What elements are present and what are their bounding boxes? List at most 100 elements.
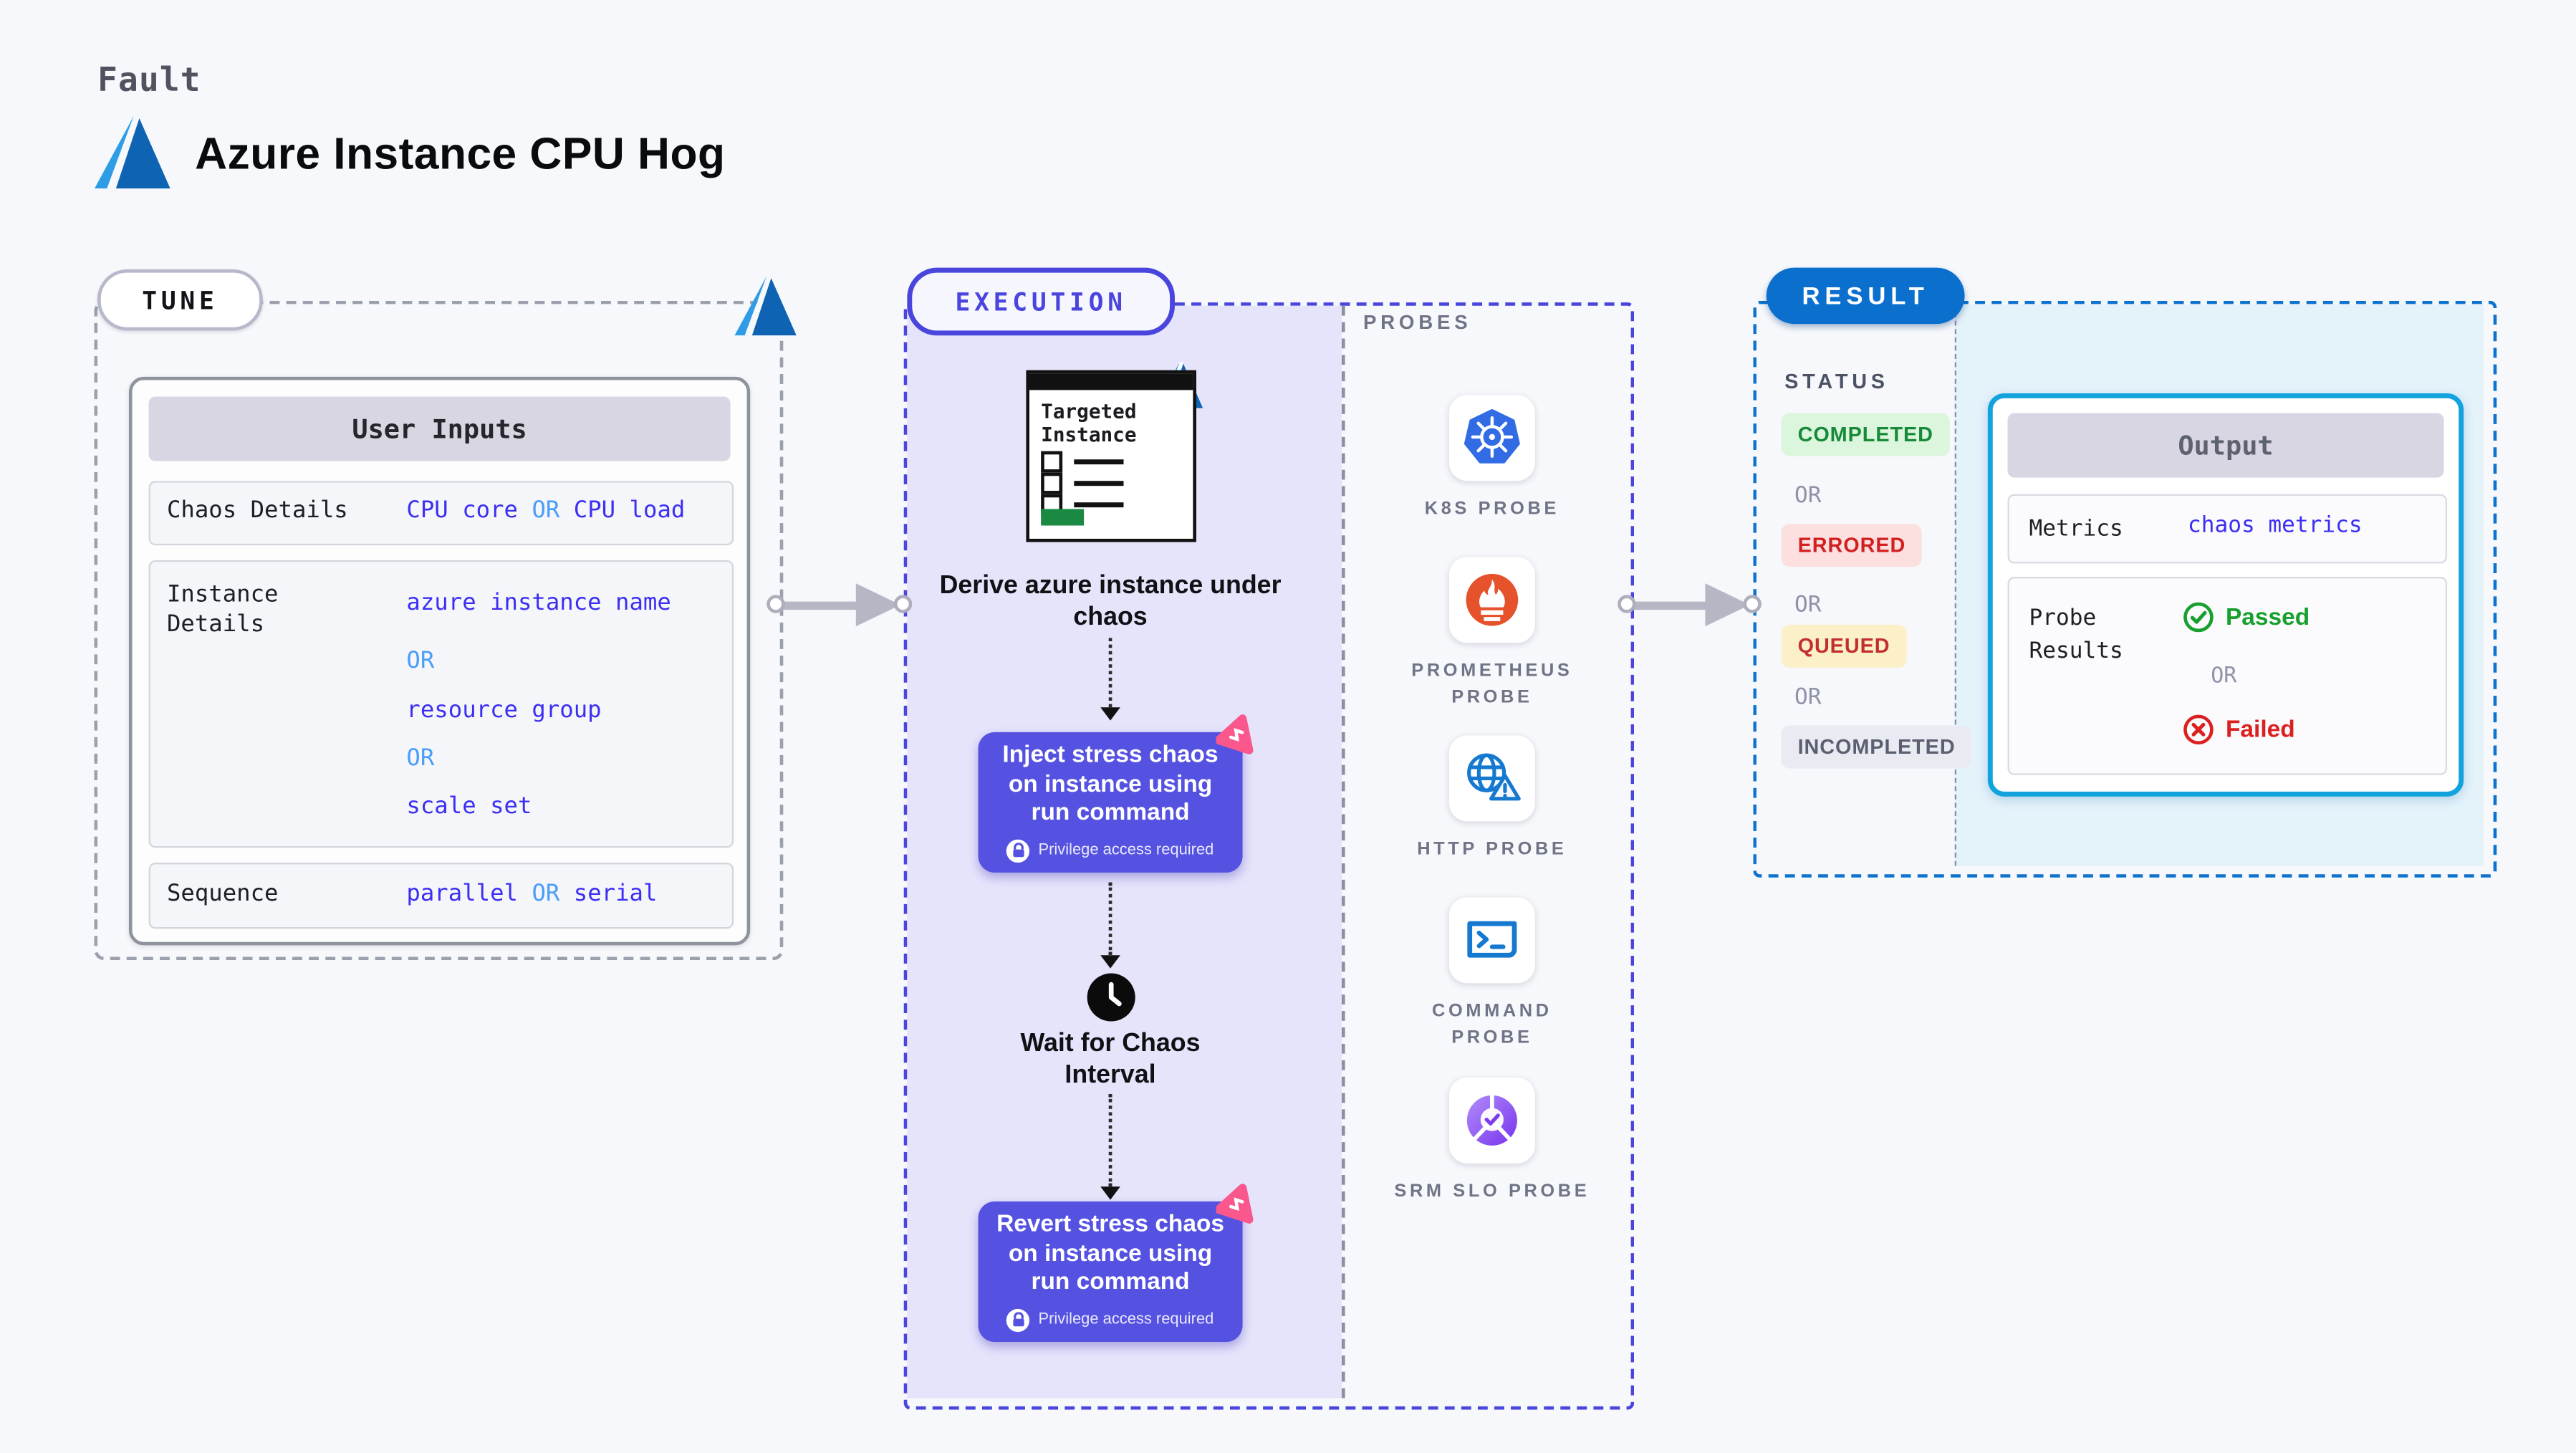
flow-arrow-head bbox=[1100, 1186, 1120, 1200]
passed-label: Passed bbox=[2226, 604, 2310, 630]
sequence-label: Sequence bbox=[166, 881, 279, 908]
result-inner-divider bbox=[1954, 304, 1957, 866]
privilege-text: Privilege access required bbox=[1038, 1310, 1214, 1329]
flow-arrow-head bbox=[1100, 955, 1120, 969]
tune-badge: TUNE bbox=[97, 269, 263, 331]
inject-chaos-step[interactable]: Inject stress chaos on instance using ru… bbox=[978, 732, 1243, 873]
or-separator: OR bbox=[1794, 482, 1822, 509]
status-badge-queued: QUEUED bbox=[1781, 624, 1907, 668]
text-line bbox=[1074, 459, 1124, 464]
text-line bbox=[1074, 502, 1124, 507]
probe-card-command bbox=[1448, 897, 1535, 984]
probe-label: COMMAND PROBE bbox=[1432, 1001, 1552, 1048]
probe-card-http bbox=[1448, 735, 1535, 822]
azure-logo-small bbox=[734, 276, 797, 336]
probes-left-border bbox=[1341, 305, 1345, 1399]
x-circle-icon bbox=[2183, 714, 2214, 745]
passed-result: Passed bbox=[2183, 602, 2310, 633]
instance-value-2: resource group bbox=[406, 697, 602, 724]
connector-dot bbox=[1618, 595, 1636, 613]
privilege-note: Privilege access required bbox=[1006, 838, 1214, 863]
user-inputs-card: User Inputs Chaos Details CPU core OR CP… bbox=[128, 376, 751, 946]
chaos-details-row: Chaos Details CPU core OR CPU load bbox=[148, 481, 734, 546]
chaos-value-1: CPU core bbox=[406, 497, 518, 524]
lock-icon bbox=[1006, 1308, 1030, 1332]
failed-result: Failed bbox=[2183, 714, 2295, 745]
checklist-item bbox=[1041, 451, 1124, 473]
status-badge-completed: COMPLETED bbox=[1781, 413, 1950, 456]
chaos-scenario-icon bbox=[1216, 714, 1254, 754]
arrow-line bbox=[1634, 601, 1709, 610]
checkbox-icon bbox=[1041, 451, 1063, 473]
sequence-row: Sequence parallel OR serial bbox=[148, 863, 734, 929]
probe-card-k8s bbox=[1448, 395, 1535, 481]
terminal-icon bbox=[1467, 921, 1517, 958]
probe-results-label: Probe Results bbox=[2029, 605, 2123, 665]
wait-caption: Wait for Chaos Interval bbox=[1020, 1030, 1201, 1090]
output-title: Output bbox=[2007, 413, 2444, 478]
or-separator: OR bbox=[2211, 664, 2237, 689]
result-badge: RESULT bbox=[1766, 267, 1965, 325]
progress-bar bbox=[1041, 509, 1085, 526]
inject-chaos-label: Inject stress chaos on instance using ru… bbox=[1002, 742, 1219, 827]
azure-logo bbox=[95, 115, 170, 188]
user-inputs-title: User Inputs bbox=[148, 396, 731, 461]
checklist-item bbox=[1041, 472, 1124, 494]
chaos-scenario-icon bbox=[1216, 1184, 1254, 1224]
chaos-details-value: CPU core OR CPU load bbox=[406, 497, 685, 524]
probe-card-prometheus bbox=[1448, 557, 1535, 643]
flow-arrow-down bbox=[1108, 1093, 1112, 1187]
or-separator: OR bbox=[406, 745, 435, 772]
arrow-line bbox=[783, 601, 860, 610]
targeted-instance-label: Targeted Instance bbox=[1041, 400, 1137, 447]
revert-chaos-step[interactable]: Revert stress chaos on instance using ru… bbox=[978, 1201, 1243, 1342]
status-label: STATUS bbox=[1784, 370, 1889, 393]
chaos-details-label: Chaos Details bbox=[166, 497, 348, 524]
execution-badge: EXECUTION bbox=[907, 267, 1175, 336]
probe-card-srm-slo bbox=[1448, 1077, 1535, 1164]
tune-section-box bbox=[94, 300, 784, 961]
targeted-instance-window: Targeted Instance bbox=[1026, 370, 1196, 542]
metrics-label: Metrics bbox=[2029, 515, 2123, 542]
probes-section-label: PROBES bbox=[1363, 310, 1472, 334]
or-separator: OR bbox=[1794, 684, 1822, 711]
status-badge-incompleted: INCOMPLETED bbox=[1781, 725, 1972, 769]
prometheus-icon bbox=[1466, 573, 1519, 626]
http-globe-warning-icon bbox=[1467, 753, 1521, 801]
derive-caption: Derive azure instance under chaos bbox=[939, 572, 1282, 631]
kubernetes-icon bbox=[1464, 409, 1520, 464]
output-card: Output Metrics chaos metrics Probe Resul… bbox=[1987, 393, 2464, 797]
instance-details-label: Instance Details bbox=[166, 581, 279, 638]
arrow-head bbox=[1705, 583, 1750, 627]
lock-icon bbox=[1006, 838, 1030, 863]
probe-label: SRM SLO PROBE bbox=[1394, 1181, 1590, 1202]
or-separator: OR bbox=[1794, 591, 1822, 618]
probe-results-row: Probe Results Passed OR Failed bbox=[2007, 577, 2448, 775]
text-line bbox=[1074, 481, 1124, 486]
metrics-value: chaos metrics bbox=[2187, 512, 2363, 539]
flow-arrow-down bbox=[1108, 638, 1112, 708]
sequence-value: parallel OR serial bbox=[406, 881, 657, 907]
window-titlebar bbox=[1029, 373, 1193, 390]
probe-label: K8S PROBE bbox=[1424, 499, 1559, 519]
failed-label: Failed bbox=[2226, 716, 2295, 743]
flow-arrow-down bbox=[1108, 882, 1112, 956]
or-separator: OR bbox=[532, 881, 560, 908]
checkbox-icon bbox=[1041, 472, 1063, 494]
probe-label: PROMETHEUS PROBE bbox=[1411, 661, 1573, 708]
clock-icon bbox=[1087, 973, 1135, 1022]
privilege-note: Privilege access required bbox=[1006, 1308, 1214, 1332]
flow-arrow-head bbox=[1100, 707, 1120, 721]
privilege-text: Privilege access required bbox=[1038, 841, 1214, 860]
chaos-value-2: CPU load bbox=[573, 497, 686, 524]
revert-chaos-label: Revert stress chaos on instance using ru… bbox=[996, 1212, 1224, 1296]
instance-value-3: scale set bbox=[406, 793, 532, 820]
instance-value-1: azure instance name bbox=[406, 590, 671, 617]
fault-kicker: Fault bbox=[97, 59, 201, 100]
connector-dot bbox=[893, 595, 913, 613]
status-badge-errored: ERRORED bbox=[1781, 524, 1923, 567]
sequence-value-1: parallel bbox=[406, 881, 518, 908]
sequence-value-2: serial bbox=[573, 881, 658, 908]
or-separator: OR bbox=[532, 497, 560, 524]
